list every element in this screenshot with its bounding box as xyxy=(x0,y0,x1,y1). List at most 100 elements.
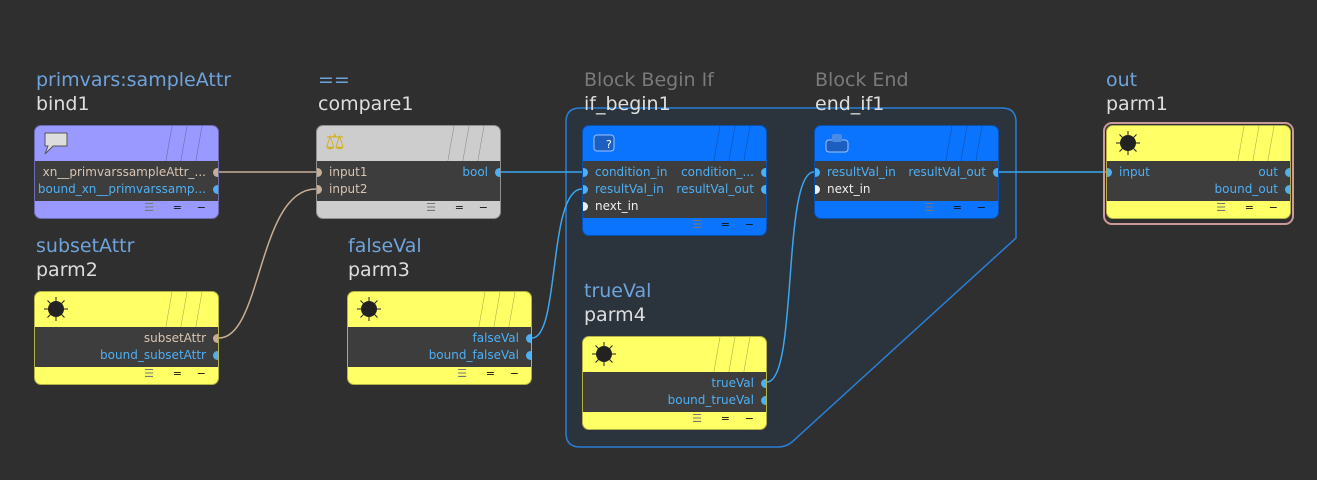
output-port[interactable] xyxy=(213,185,218,194)
port-row: bound_subsetAttr xyxy=(35,347,218,364)
node-flags[interactable] xyxy=(162,292,208,327)
footer-menu-icon[interactable]: ☰ xyxy=(1216,201,1226,214)
node-flags[interactable] xyxy=(475,292,521,327)
input-port[interactable] xyxy=(583,168,588,177)
footer-equal-icon[interactable]: = xyxy=(172,367,182,380)
footer-menu-icon[interactable]: ☰ xyxy=(692,218,702,231)
node-header[interactable] xyxy=(583,337,766,372)
footer-equal-icon[interactable]: = xyxy=(720,218,730,231)
output-label: bound_out xyxy=(1214,182,1278,196)
node-type: primvars:sampleAttr xyxy=(36,69,232,91)
node-header[interactable]: ? xyxy=(583,126,766,161)
node-flags[interactable] xyxy=(162,126,208,161)
footer-minus-icon[interactable]: − xyxy=(976,201,986,214)
footer-menu-icon[interactable]: ☰ xyxy=(144,201,154,214)
footer-equal-icon[interactable]: = xyxy=(952,201,962,214)
node-header[interactable] xyxy=(35,292,218,327)
output-port[interactable] xyxy=(761,168,766,177)
output-port[interactable] xyxy=(213,334,218,343)
footer-menu-icon[interactable]: ☰ xyxy=(924,201,934,214)
output-port[interactable] xyxy=(1285,168,1290,177)
wire-parm2-compare1[interactable] xyxy=(218,188,317,339)
footer-equal-icon[interactable]: = xyxy=(454,201,464,214)
wire-parm4-endif[interactable] xyxy=(766,171,815,383)
input-port[interactable] xyxy=(317,185,322,194)
output-port[interactable] xyxy=(1285,185,1290,194)
node-footer: ☰ = − xyxy=(35,201,218,218)
footer-minus-icon[interactable]: − xyxy=(196,201,206,214)
node-flags[interactable] xyxy=(710,126,756,161)
node-type: Block End xyxy=(815,69,909,91)
footer-equal-icon[interactable]: = xyxy=(485,367,495,380)
node-flags[interactable] xyxy=(942,126,988,161)
footer-equal-icon[interactable]: = xyxy=(172,201,182,214)
node-header[interactable] xyxy=(35,126,218,161)
node-name[interactable]: if_begin1 xyxy=(584,93,671,115)
footer-menu-icon[interactable]: ☰ xyxy=(426,201,436,214)
output-port[interactable] xyxy=(495,168,500,177)
footer-minus-icon[interactable]: − xyxy=(478,201,488,214)
input-label: next_in xyxy=(827,182,871,196)
output-port[interactable] xyxy=(761,185,766,194)
input-label: input2 xyxy=(329,182,368,196)
node-bind1[interactable]: xn__primvarssampleAttr_...bound_xn__prim… xyxy=(34,125,219,219)
scales-icon: ⚖ xyxy=(325,130,345,155)
footer-minus-icon[interactable]: − xyxy=(744,218,754,231)
wire-parm3-ifbegin[interactable] xyxy=(531,188,583,339)
port-row: next_in xyxy=(815,181,998,198)
port-row: input2 xyxy=(317,181,500,198)
block-end-icon xyxy=(823,130,851,156)
node-flags[interactable] xyxy=(444,126,490,161)
node-name[interactable]: bind1 xyxy=(36,93,90,115)
footer-menu-icon[interactable]: ☰ xyxy=(457,367,467,380)
port-row: bound_xn__primvarssamp... xyxy=(35,181,218,198)
node-flags[interactable] xyxy=(710,337,756,372)
port-row: bound_falseVal xyxy=(348,347,531,364)
input-port[interactable] xyxy=(583,202,588,211)
footer-menu-icon[interactable]: ☰ xyxy=(692,412,702,425)
node-footer: ☰ = − xyxy=(815,201,998,218)
node-header[interactable] xyxy=(1107,126,1290,161)
input-port[interactable] xyxy=(583,185,588,194)
output-port[interactable] xyxy=(761,396,766,405)
footer-minus-icon[interactable]: − xyxy=(1268,201,1278,214)
node-name[interactable]: parm3 xyxy=(348,259,410,281)
output-port[interactable] xyxy=(761,379,766,388)
output-port[interactable] xyxy=(213,351,218,360)
node-name[interactable]: end_if1 xyxy=(815,93,885,115)
footer-equal-icon[interactable]: = xyxy=(1244,201,1254,214)
input-label: input1 xyxy=(329,165,368,179)
node-header[interactable] xyxy=(348,292,531,327)
node-name[interactable]: parm1 xyxy=(1106,93,1168,115)
output-port[interactable] xyxy=(526,351,531,360)
input-port[interactable] xyxy=(317,168,322,177)
output-label: bound_xn__primvarssamp... xyxy=(37,182,206,196)
footer-minus-icon[interactable]: − xyxy=(196,367,206,380)
node-name[interactable]: compare1 xyxy=(318,93,414,115)
node-name[interactable]: parm4 xyxy=(584,304,646,326)
node-header[interactable] xyxy=(815,126,998,161)
footer-minus-icon[interactable]: − xyxy=(509,367,519,380)
output-port[interactable] xyxy=(993,168,998,177)
node-name[interactable]: parm2 xyxy=(36,259,98,281)
output-port[interactable] xyxy=(213,168,218,177)
footer-equal-icon[interactable]: = xyxy=(720,412,730,425)
footer-menu-icon[interactable]: ☰ xyxy=(144,367,154,380)
footer-minus-icon[interactable]: − xyxy=(744,412,754,425)
input-port[interactable] xyxy=(815,168,820,177)
node-header[interactable]: ⚖ xyxy=(317,126,500,161)
input-port[interactable] xyxy=(1107,168,1112,177)
input-port[interactable] xyxy=(815,185,820,194)
output-port[interactable] xyxy=(526,334,531,343)
node-flags[interactable] xyxy=(1234,126,1280,161)
node-type: == xyxy=(318,69,350,91)
